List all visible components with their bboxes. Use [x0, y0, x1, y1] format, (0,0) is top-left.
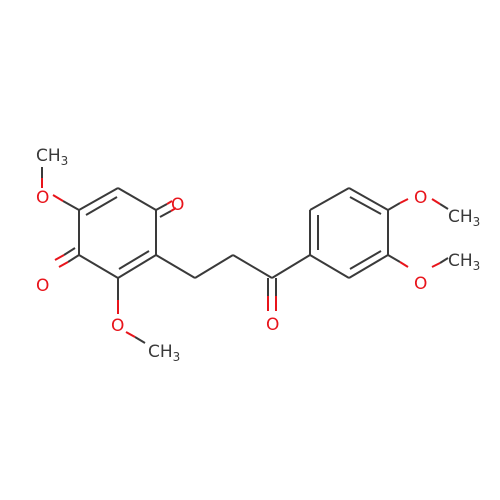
quinone-ring	[78, 187, 157, 279]
bond-c4-o-left	[67, 254, 80, 263]
methoxy-right-top	[387, 198, 449, 211]
bond-c4-o-left-2	[63, 247, 76, 256]
atom-o-top-ketone: O	[171, 195, 184, 215]
atom-o-methoxy-right-bottom: O	[414, 274, 427, 294]
bond-chain-4	[271, 254, 311, 279]
ch3-right-top-sub: 3	[473, 215, 481, 229]
bond-ring-c5-c6	[117, 254, 157, 279]
bond-c3-o	[62, 200, 80, 211]
methoxy-top-left	[41, 167, 80, 211]
propanone-chain	[155, 254, 311, 311]
ch3-top-left-main: CH	[36, 146, 61, 166]
bond-benz-6	[309, 254, 350, 279]
ch3-right-bottom: CH3	[448, 251, 480, 273]
bond-c1-o-top	[155, 203, 168, 211]
bond-ring-c2-c3	[78, 187, 119, 211]
bond-o-ch3-right-bottom	[439, 257, 449, 264]
ch3-right-top: CH3	[448, 207, 480, 229]
bond-c1-o-top-red-2	[170, 207, 177, 212]
bond-benz-3-double	[349, 196, 382, 215]
ch3-top-left: CH3	[36, 146, 68, 168]
bond-c3-o-red	[52, 194, 64, 202]
bond-benz-o-top-red	[399, 198, 409, 204]
bond-benz-2	[309, 187, 350, 211]
bond-chain-3	[232, 254, 273, 279]
bond-chain-1	[155, 254, 196, 279]
ch3-bottom-left-main: CH	[148, 342, 173, 362]
ch3-right-top-main: CH	[448, 207, 473, 227]
atom-o-methoxy-bottom-left: O	[111, 316, 124, 336]
atom-labels: O O O O O O O	[36, 188, 427, 336]
bond-o-ch3-right-top-red	[431, 198, 441, 205]
benzene-ring	[309, 187, 389, 279]
methoxy-bottom-left	[117, 278, 146, 344]
bond-ring-c1-c2	[117, 187, 157, 211]
bond-c4-o-left-red-2	[54, 254, 65, 261]
bond-o-ch3-bottom-left-red	[125, 331, 136, 338]
bond-chain-2	[194, 254, 234, 279]
bond-benz-3	[348, 187, 389, 211]
ch3-bottom-left-sub: 3	[173, 350, 181, 364]
bond-benz-o-bottom	[387, 254, 401, 263]
bond-benz-o-top	[387, 202, 401, 211]
ch3-right-bottom-sub: 3	[473, 259, 481, 273]
ch3-bottom-left: CH3	[148, 342, 180, 364]
bond-benz-5	[348, 254, 389, 279]
ch3-top-left-sub: 3	[61, 154, 69, 168]
bond-ring-c2-c3-double	[85, 196, 118, 216]
bond-o-ch3-bottom-left	[134, 336, 146, 344]
atom-o-chain-ketone: O	[266, 315, 279, 335]
bond-benz-5-double	[349, 250, 382, 270]
bond-o-ch3-right-bottom-red	[431, 262, 441, 268]
methoxy-right-bottom	[387, 254, 449, 268]
quinone-carbonyls	[54, 200, 177, 268]
bond-benz-o-bottom-red	[399, 261, 409, 268]
atom-o-left-ketone: O	[36, 276, 49, 296]
methyl-labels: CH3 CH3 CH3 CH3	[36, 146, 480, 364]
bond-c4-o-left-red	[58, 261, 69, 268]
atom-o-methoxy-right-top: O	[414, 188, 427, 208]
ch3-right-bottom-main: CH	[448, 251, 473, 271]
atom-o-methoxy-top-left: O	[36, 188, 49, 208]
bond-ring-c5-c6-double	[118, 250, 150, 270]
bond-c1-o-top-2	[159, 210, 172, 218]
bond-o-ch3-right-top	[439, 203, 449, 210]
bond-c1-o-top-red	[166, 200, 173, 205]
bond-ring-c4-c5	[78, 254, 119, 279]
